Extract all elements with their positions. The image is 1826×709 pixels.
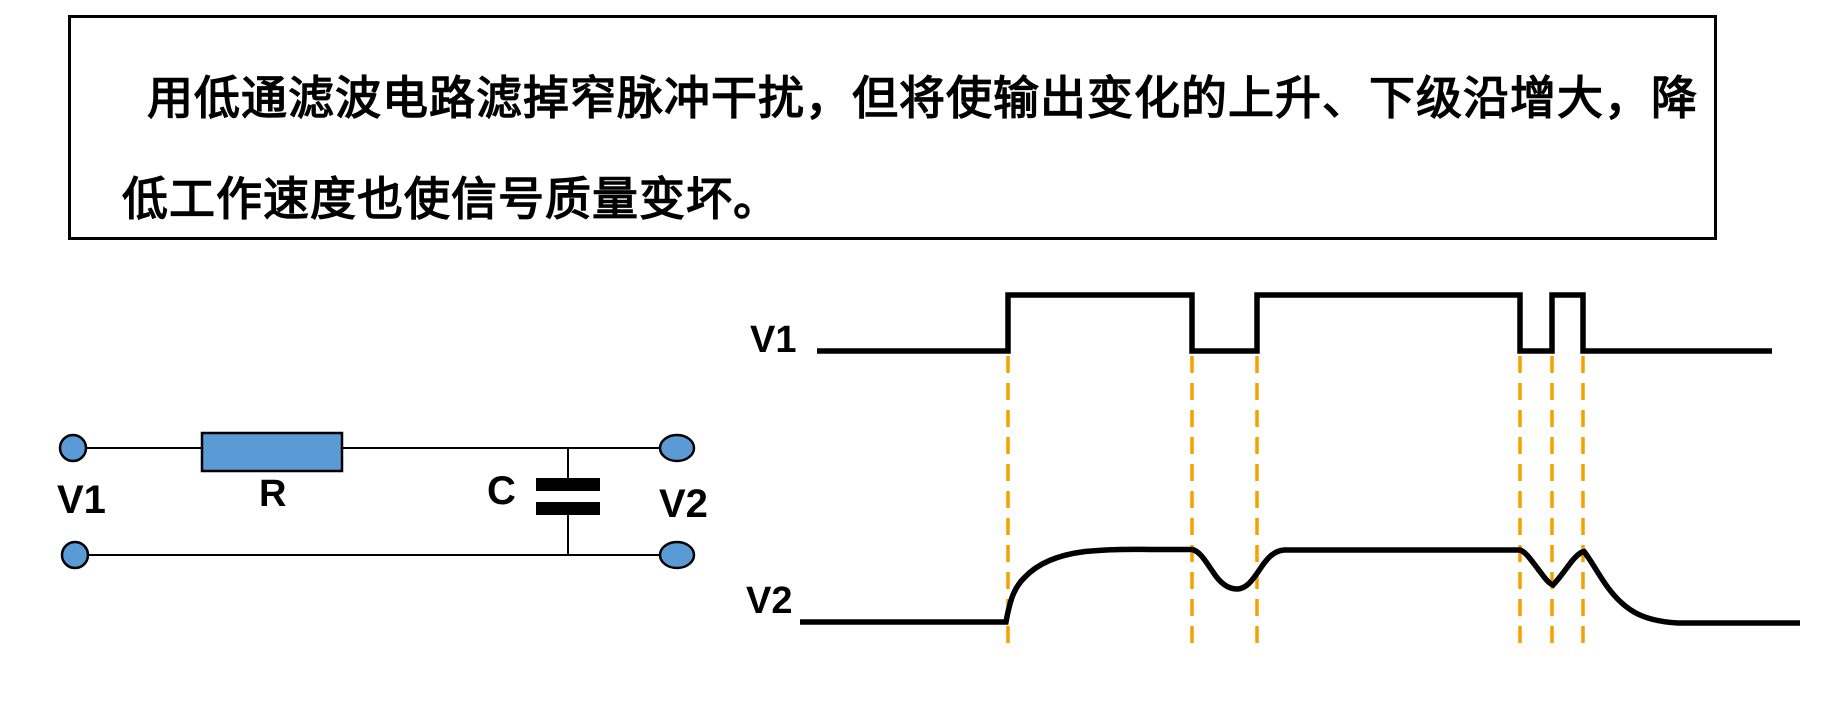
capacitor-label: C <box>487 469 516 513</box>
resistor-label: R <box>259 473 286 515</box>
note-text-line-2: 低工作速度也使信号质量变坏。 <box>122 173 780 225</box>
note-box: 用低通滤波电路滤掉窄脉冲干扰，但将使输出变化的上升、下级沿增大，降 低工作速度也… <box>68 15 1717 240</box>
circuit-output-label: V2 <box>659 482 708 526</box>
capacitor-plate-top <box>536 478 600 491</box>
terminal-output-top <box>658 433 696 463</box>
capacitor-plate-bottom <box>536 502 600 515</box>
circuit-input-label: V1 <box>57 478 106 522</box>
terminal-input-bottom <box>60 540 90 570</box>
v1-waveform <box>817 292 1772 354</box>
note-text-line-1: 用低通滤波电路滤掉窄脉冲干扰，但将使输出变化的上升、下级沿增大，降 <box>147 72 1698 124</box>
v2-waveform <box>800 546 1800 626</box>
rc-circuit: V1 R C V2 <box>57 431 708 570</box>
waveform-plot: V1 V2 <box>746 292 1800 626</box>
v2-waveform-label: V2 <box>746 580 792 622</box>
edge-markers <box>1006 356 1585 652</box>
terminal-input-top <box>58 433 88 463</box>
terminal-output-bottom <box>658 540 696 570</box>
resistor-icon <box>200 431 344 473</box>
v1-waveform-label: V1 <box>750 319 796 361</box>
